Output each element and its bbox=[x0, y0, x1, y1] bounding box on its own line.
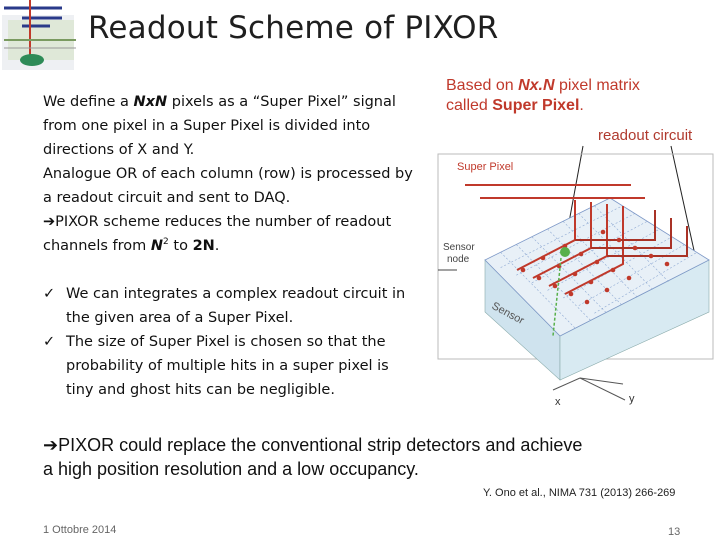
axis-arrows bbox=[552, 377, 626, 401]
reference-citation: Y. Ono et al., NIMA 731 (2013) 266-269 bbox=[483, 487, 676, 499]
para-line-7a: channels from bbox=[43, 238, 151, 254]
sensor-node-label-1: Sensor bbox=[443, 242, 475, 253]
slide-date: 1 Ottobre 2014 bbox=[43, 524, 117, 536]
check-1-line-2: the given area of a Super Pixel. bbox=[66, 310, 294, 326]
para-line-1c: pixels as a “Super Pixel” signal bbox=[167, 94, 396, 110]
para-line-5: a readout circuit and sent to DAQ. bbox=[43, 190, 291, 206]
checkmark-icon: ✓ bbox=[43, 286, 56, 302]
super-pixel-label: Super Pixel bbox=[457, 161, 513, 173]
check-2-line-3: tiny and ghost hits can be negligible. bbox=[66, 382, 335, 398]
check-2-line-2: probability of multiple hits in a super … bbox=[66, 358, 389, 374]
para-line-3: directions of X and Y. bbox=[43, 142, 195, 158]
check-2-line-1: The size of Super Pixel is chosen so tha… bbox=[66, 334, 386, 350]
caption-1b: Nx.N bbox=[518, 77, 555, 94]
para-line-7d: 2N bbox=[192, 238, 215, 254]
slide-logo bbox=[2, 0, 76, 70]
readout-circuit-label: readout circuit bbox=[598, 127, 693, 144]
para-line-4: Analogue OR of each column (row) is proc… bbox=[43, 166, 413, 182]
sensor-node-label-2: node bbox=[447, 254, 470, 265]
arrow-icon: ➔ bbox=[43, 214, 56, 230]
pixel-nodes bbox=[520, 229, 670, 305]
conclusion-line-2: a high position resolution and a low occ… bbox=[43, 459, 419, 479]
axis-y-label: y bbox=[629, 393, 635, 405]
para-line-7e: . bbox=[214, 238, 220, 254]
para-line-1b: NxN bbox=[133, 94, 168, 110]
para-line-1a: We define a bbox=[43, 94, 134, 110]
para-line-6: PIXOR scheme reduces the number of reado… bbox=[55, 214, 392, 230]
para-line-7b: N bbox=[150, 238, 164, 254]
caption-1c: pixel matrix bbox=[554, 77, 640, 94]
conclusion-statement: ➔PIXOR could replace the conventional st… bbox=[43, 433, 582, 481]
checkmark-icon: ✓ bbox=[43, 334, 56, 350]
caption-1a: Based on bbox=[446, 77, 519, 94]
caption-2c: . bbox=[579, 97, 584, 114]
super-pixel-caption: Based on Nx.N pixel matrix called Super … bbox=[446, 76, 640, 116]
hit-track bbox=[552, 257, 562, 337]
arrow-icon: ➔ bbox=[43, 435, 59, 455]
axis-x-label: x bbox=[555, 396, 561, 408]
page-number: 13 bbox=[668, 526, 681, 538]
row-readout-lines bbox=[575, 210, 688, 257]
conclusion-line-1: PIXOR could replace the conventional str… bbox=[58, 435, 583, 455]
check-1-line-1: We can integrates a complex readout circ… bbox=[66, 286, 406, 302]
caption-2a: called bbox=[446, 97, 493, 114]
para-line-7c: to bbox=[168, 238, 193, 254]
slide-title: Readout Scheme of PIXOR bbox=[88, 10, 499, 46]
para-line-2: from one pixel in a Super Pixel is divid… bbox=[43, 118, 371, 134]
para-line-7-sup: 2 bbox=[163, 237, 169, 248]
hit-marker bbox=[560, 247, 570, 257]
super-pixel-diagram: Super Pixel bbox=[437, 145, 714, 408]
pointer-line-right bbox=[670, 145, 696, 256]
definition-paragraph: We define a NxN pixels as a “Super Pixel… bbox=[43, 90, 423, 258]
caption-2b: Super Pixel bbox=[492, 97, 580, 114]
